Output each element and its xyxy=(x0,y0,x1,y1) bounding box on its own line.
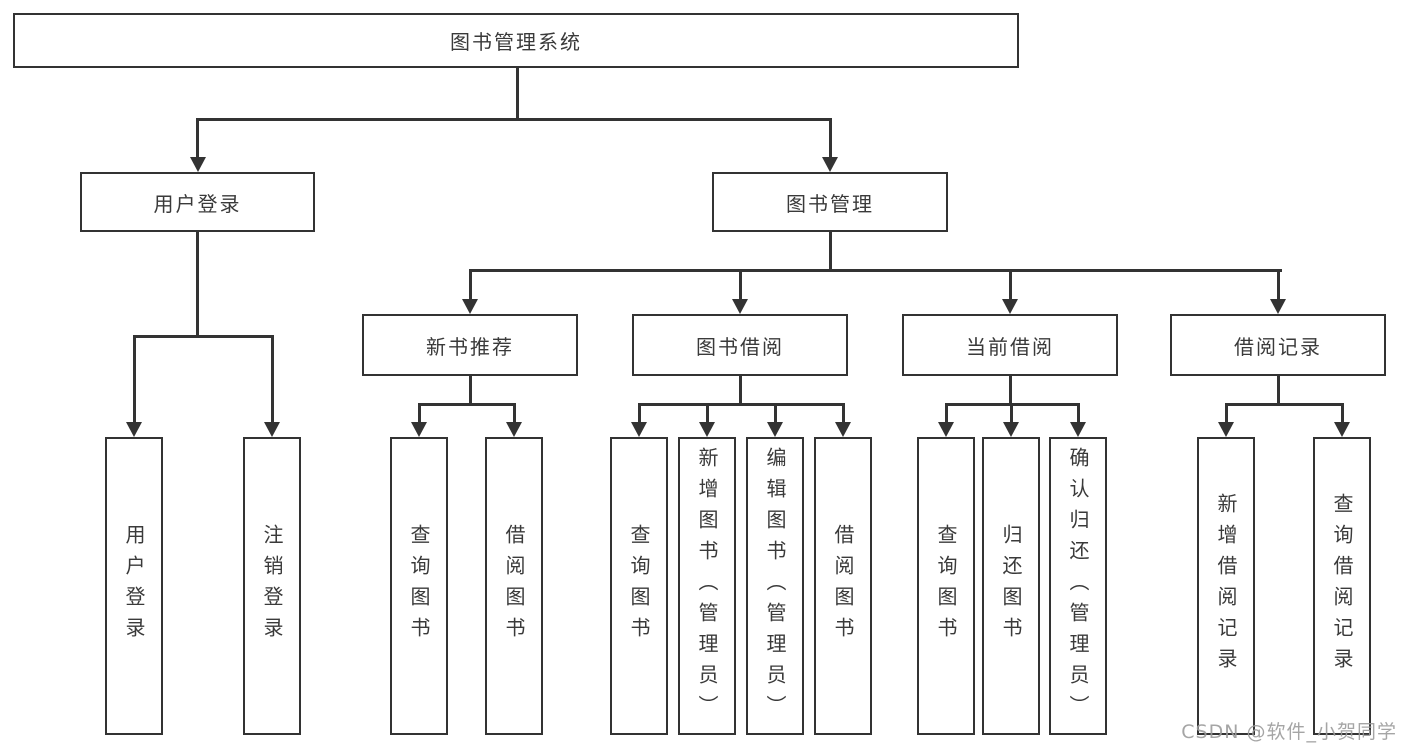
connector-line xyxy=(705,403,709,424)
leaf-label: 查询图书 xyxy=(407,524,431,648)
leaf-edit-book-admin: 编辑图书（管理员） xyxy=(746,437,804,735)
connector-line xyxy=(468,376,472,406)
connector-line xyxy=(196,232,199,338)
connector-line xyxy=(196,118,832,121)
leaf-logout: 注销登录 xyxy=(243,437,301,735)
arrow-down-icon xyxy=(699,422,715,437)
node-label: 当前借阅 xyxy=(966,334,1054,359)
arrow-down-icon xyxy=(264,422,280,437)
leaf-return-books: 归还图书 xyxy=(982,437,1040,735)
arrow-down-icon xyxy=(1003,422,1019,437)
connector-line xyxy=(270,335,274,424)
connector-line xyxy=(637,403,845,406)
connector-line xyxy=(468,269,1282,272)
connector-line xyxy=(944,403,948,424)
connector-line xyxy=(1009,403,1013,424)
node-borrowing-records: 借阅记录 xyxy=(1170,314,1386,376)
csdn-watermark: CSDN @软件_小贺同学 xyxy=(1181,721,1397,743)
leaf-confirm-return-admin: 确认归还（管理员） xyxy=(1049,437,1107,735)
node-current-borrowing: 当前借阅 xyxy=(902,314,1118,376)
connector-line xyxy=(196,118,199,158)
node-label: 用户登录 xyxy=(153,191,242,216)
arrow-down-icon xyxy=(1334,422,1350,437)
leaf-borrow-books-recommend: 借阅图书 xyxy=(485,437,543,735)
connector-line xyxy=(828,232,832,271)
leaf-label: 借阅图书 xyxy=(502,524,526,648)
arrow-down-icon xyxy=(1218,422,1234,437)
connector-line xyxy=(1276,269,1280,300)
connector-line xyxy=(468,269,472,300)
leaf-add-borrow-record: 新增借阅记录 xyxy=(1197,437,1255,735)
connector-line xyxy=(1276,376,1280,406)
connector-line xyxy=(132,335,274,338)
arrow-down-icon xyxy=(506,422,522,437)
connector-line xyxy=(738,269,742,300)
connector-line xyxy=(1340,403,1344,424)
node-new-book-recommendation: 新书推荐 xyxy=(362,314,578,376)
leaf-query-books-recommend: 查询图书 xyxy=(390,437,448,735)
connector-line xyxy=(1224,403,1344,406)
connector-line xyxy=(1008,376,1012,406)
leaf-label: 新增借阅记录 xyxy=(1214,493,1238,679)
node-label: 图书借阅 xyxy=(696,334,784,359)
connector-line xyxy=(637,403,641,424)
connector-line xyxy=(773,403,777,424)
connector-line xyxy=(828,118,832,158)
leaf-label: 查询图书 xyxy=(627,524,651,648)
arrow-down-icon xyxy=(822,157,838,172)
arrow-down-icon xyxy=(732,299,748,314)
arrow-down-icon xyxy=(631,422,647,437)
node-label: 图书管理 xyxy=(786,191,874,216)
leaf-query-borrow-record: 查询借阅记录 xyxy=(1313,437,1371,735)
arrow-down-icon xyxy=(835,422,851,437)
node-label: 新书推荐 xyxy=(426,334,514,359)
leaf-user-login: 用户登录 xyxy=(105,437,163,735)
connector-line xyxy=(1008,269,1012,300)
node-book-management: 图书管理 xyxy=(712,172,948,232)
arrow-down-icon xyxy=(126,422,142,437)
arrow-down-icon xyxy=(462,299,478,314)
arrow-down-icon xyxy=(1070,422,1086,437)
connector-line xyxy=(841,403,845,424)
connector-line xyxy=(417,403,516,406)
leaf-add-book-admin: 新增图书（管理员） xyxy=(678,437,736,735)
node-label: 借阅记录 xyxy=(1234,334,1322,359)
node-library-system-root: 图书管理系统 xyxy=(13,13,1019,68)
leaf-label: 归还图书 xyxy=(999,524,1023,648)
arrow-down-icon xyxy=(938,422,954,437)
leaf-label: 编辑图书（管理员） xyxy=(763,446,787,726)
connector-line xyxy=(1076,403,1080,424)
leaf-borrow-books-borrowing: 借阅图书 xyxy=(814,437,872,735)
leaf-label: 新增图书（管理员） xyxy=(695,446,719,726)
leaf-label: 用户登录 xyxy=(122,524,146,648)
arrow-down-icon xyxy=(1002,299,1018,314)
arrow-down-icon xyxy=(411,422,427,437)
arrow-down-icon xyxy=(1270,299,1286,314)
leaf-label: 注销登录 xyxy=(260,524,284,648)
arrow-down-icon xyxy=(767,422,783,437)
connector-line xyxy=(132,335,136,424)
leaf-query-books-borrowing: 查询图书 xyxy=(610,437,668,735)
arrow-down-icon xyxy=(189,157,206,172)
connector-line xyxy=(1224,403,1228,424)
leaf-label: 确认归还（管理员） xyxy=(1066,446,1090,726)
connector-line xyxy=(738,376,742,406)
connector-line xyxy=(512,403,516,424)
leaf-label: 查询借阅记录 xyxy=(1330,493,1354,679)
connector-line xyxy=(417,403,421,424)
node-label: 图书管理系统 xyxy=(450,30,582,54)
node-book-borrowing: 图书借阅 xyxy=(632,314,848,376)
node-user-login: 用户登录 xyxy=(80,172,315,232)
leaf-label: 查询图书 xyxy=(934,524,958,648)
leaf-label: 借阅图书 xyxy=(831,524,855,648)
leaf-query-books-current: 查询图书 xyxy=(917,437,975,735)
connector-line xyxy=(515,67,519,120)
